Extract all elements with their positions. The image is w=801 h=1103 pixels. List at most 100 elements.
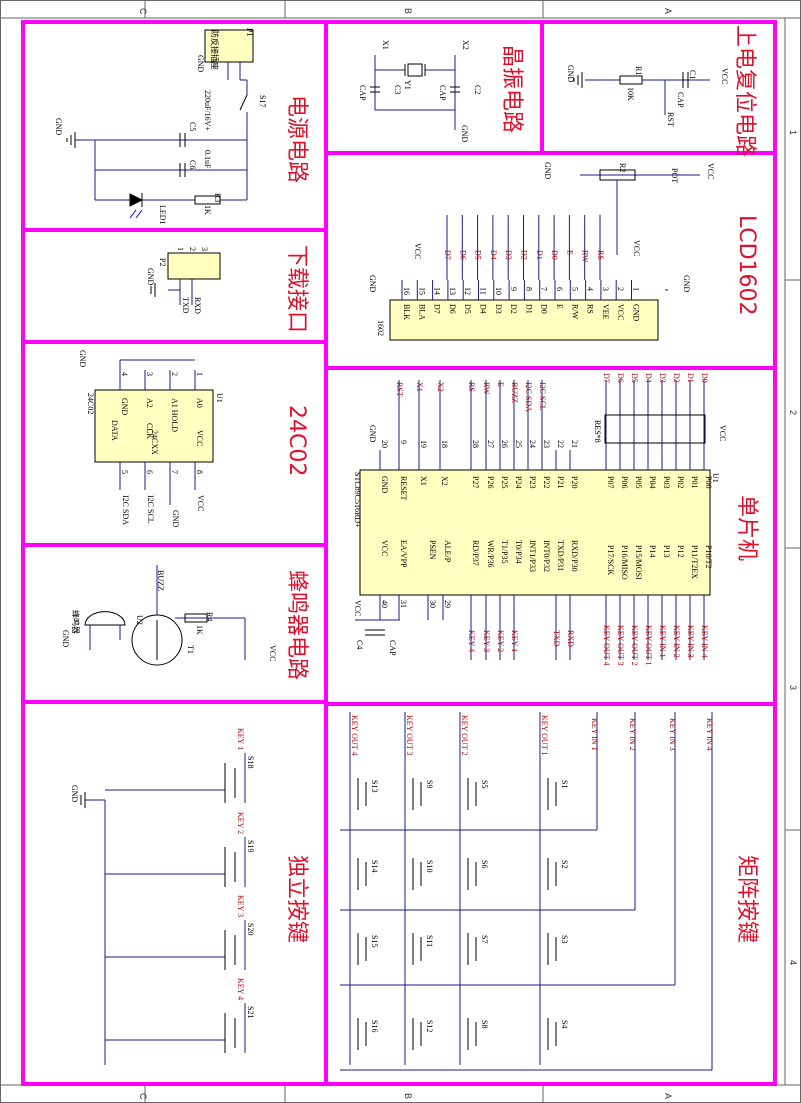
lcd-net-7: D0 <box>550 250 559 260</box>
mcu-pin-name-9: P22 <box>542 476 551 488</box>
lcd-net-9: RW <box>581 250 590 263</box>
lcd-pin-number-1: 1 <box>632 287 641 291</box>
lcd-pin-name-1: GND <box>632 304 641 322</box>
matrix-switch-0-0: S13 <box>370 780 379 792</box>
lcd-pin-number-13: 13 <box>448 287 457 295</box>
lcd-net-3: D4 <box>489 250 498 260</box>
lcd-net-0: D7 <box>443 250 452 260</box>
mcu-right-name-4: RD/P37 <box>471 540 480 566</box>
mcu-res-array: RES*8 <box>593 420 602 443</box>
crystal-c2: C2 <box>473 85 482 94</box>
lcd-pin-name-3: VEE <box>601 304 610 320</box>
c6-ref: C6 <box>188 160 197 169</box>
matrix-in-label-0: KEY IN 1 <box>590 718 599 751</box>
buzzer-r4-val: 1K <box>195 625 204 635</box>
lcd-module <box>389 299 659 341</box>
lcd-vcc-right: VCC <box>632 240 641 256</box>
lcd-pin-number-4: 4 <box>586 287 595 291</box>
crystal-y1-ref: Y1 <box>403 80 412 90</box>
lcd-pin-name-9: D2 <box>509 304 518 314</box>
lcd-gnd-right: GND <box>682 275 691 293</box>
matrix-switch-1-1: S10 <box>425 860 434 872</box>
mcu-p0-net-2: D5 <box>630 373 639 383</box>
lcd-net-4: D3 <box>504 250 513 260</box>
matrix-switch-3-0: S16 <box>370 1020 379 1032</box>
mcu-p1-net-4: KEY IN 1 <box>658 625 667 658</box>
border-right-2: 2 <box>788 410 798 415</box>
mcu-title: 单片机 <box>734 495 759 561</box>
mcu-top-net-8: I2C SCL <box>538 382 547 411</box>
crystal-x2: X2 <box>461 40 470 50</box>
mcu-chip <box>359 469 711 596</box>
lcd-vcc-left: VCC <box>413 243 422 259</box>
mcu-p0-name-4: P03 <box>662 476 671 488</box>
lcd-pin-name-5: R/W <box>570 304 579 320</box>
download-p2 <box>167 252 221 280</box>
eeprom-pin-name-gnd: GND <box>120 398 129 416</box>
mcu-c4: C4 <box>355 640 364 649</box>
indep-switch-1: S19 <box>246 840 255 852</box>
lcd-gnd-left: GND <box>368 275 377 293</box>
frame-outer <box>21 20 777 1086</box>
matrix-out-label-0: KEY OUT 4 <box>350 715 359 755</box>
mcu-bottom-pin-number-0: 40 <box>380 600 389 608</box>
eeprom-pin-name-a0: A0 <box>195 398 204 408</box>
matrix-in-label-3: KEY IN 4 <box>705 718 714 751</box>
mcu-p0-net-4: D3 <box>658 373 667 383</box>
mcu-pin-name-3: X2 <box>440 476 449 486</box>
mcu-pin-name-6: P25 <box>500 476 509 488</box>
lcd-title: LCD1602 <box>734 215 759 316</box>
buzzer-circuit <box>84 565 246 666</box>
border-right-4: 4 <box>788 960 798 965</box>
eeprom-pin-name-chip: 24CXX <box>150 430 159 455</box>
eeprom-vcc: VCC <box>196 495 205 511</box>
lcd-pin-name-7: D0 <box>540 304 549 314</box>
download-rxd: RXD <box>193 297 202 314</box>
reset-r1-ref: R1 <box>634 66 643 75</box>
mcu-pin-name-2: X1 <box>419 476 428 486</box>
mcu-right-name-10: TXD/P31 <box>556 540 565 571</box>
mcu-p1-name-3: P14 <box>648 545 657 557</box>
buzzer-t1: T1 <box>186 645 195 654</box>
reset-c1: C1 <box>688 70 697 79</box>
mcu-right-name-6: T1/P35 <box>500 540 509 564</box>
eeprom-pin-2: 2 <box>170 372 179 376</box>
power-led <box>129 193 144 207</box>
matrix-switch-0-3: S1 <box>560 780 569 788</box>
crystal-title: 晶振电路 <box>499 45 524 133</box>
mcu-bottom-net-3: KEY 1 <box>510 630 519 652</box>
buzzer-r4 <box>184 613 208 623</box>
mcu-p0-net-3: D4 <box>644 373 653 383</box>
mcu-p1-name-1: P16/MISO <box>620 545 629 580</box>
lcd-pin-number-5: 5 <box>570 287 579 291</box>
mcu-p1-name-6: P11/T2EX <box>690 545 699 579</box>
mcu-top-pin-number-2: 19 <box>419 440 428 448</box>
eeprom-pin-5: 5 <box>120 470 129 474</box>
mcu-top-pin-number-5: 27 <box>486 440 495 448</box>
mcu-u1: U1 <box>711 473 720 483</box>
mcu-p1-net-2: KEY OUT 2 <box>630 625 639 665</box>
mcu-p0-name-6: P01 <box>690 476 699 488</box>
eeprom-pin-8: 8 <box>195 470 204 474</box>
p1-label: 防反接插座 <box>210 30 220 70</box>
reset-vcc: VCC <box>720 68 729 84</box>
buzzer-title: 蜂鸣器电路 <box>284 570 309 680</box>
mcu-pin-name-0: GND <box>380 476 389 494</box>
lcd-pin-name-4: RS <box>586 304 595 314</box>
power-gnd2: GND <box>54 118 63 136</box>
lcd-pin-name-14: D7 <box>433 304 442 314</box>
mcu-bottom-pin-number-3: 29 <box>443 600 452 608</box>
lcd-net-2: D5 <box>474 250 483 260</box>
buzzer-vcc: VCC <box>268 645 277 661</box>
s17-ref: S17 <box>258 95 267 107</box>
mcu-p1-net-5: KEY IN 2 <box>672 625 681 658</box>
mcu-right-name-7: T0/P34 <box>514 540 523 564</box>
mcu-bottom-net-5: RXD <box>566 630 575 647</box>
matrix-out-label-3: KEY OUT 1 <box>540 715 549 755</box>
mcu-bottom-pin-number-2: 30 <box>428 600 437 608</box>
matrix-out-label-2: KEY OUT 2 <box>460 715 469 755</box>
crystal-cap-left: CAP <box>358 85 367 101</box>
reset-r1-val: 10K <box>626 87 635 101</box>
matrix-keys-circuit <box>340 712 713 1071</box>
matrix-switch-3-3: S4 <box>560 1020 569 1028</box>
